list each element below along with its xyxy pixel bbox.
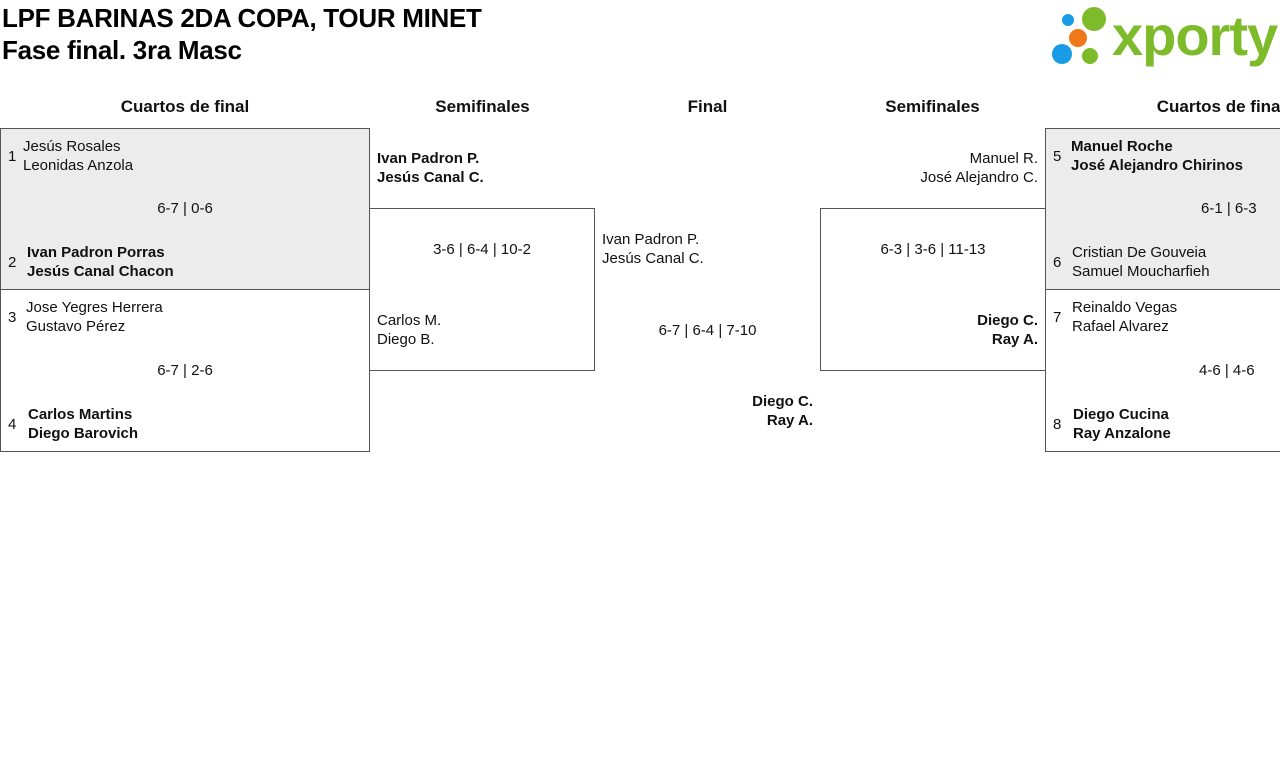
match-score: 6-1 | 6-3 bbox=[1201, 200, 1257, 217]
player-name: Cristian De Gouveia bbox=[1072, 244, 1207, 261]
player-name: Jose Yegres Herrera bbox=[26, 299, 163, 316]
match-score: 6-7 | 2-6 bbox=[157, 362, 213, 379]
player-name: Ray Anzalone bbox=[1073, 425, 1171, 442]
match-box-lqf2[interactable]: 3 Jose Yegres Herrera Gustavo Pérez 6-7 … bbox=[0, 289, 370, 452]
team-lqf1-top[interactable]: Jesús Rosales Leonidas Anzola bbox=[23, 137, 133, 175]
match-box-rqf1[interactable]: 5 Manuel Roche José Alejandro Chirinos 6… bbox=[1045, 128, 1280, 290]
player-name: Carlos M. bbox=[377, 312, 442, 329]
team-rqf1-top-winner[interactable]: Manuel Roche José Alejandro Chirinos bbox=[1071, 137, 1243, 175]
team-rqf1-bottom[interactable]: Cristian De Gouveia Samuel Moucharfieh bbox=[1072, 243, 1210, 281]
player-name: Manuel Roche bbox=[1071, 138, 1173, 155]
match-score: 6-7 | 0-6 bbox=[157, 200, 213, 217]
logo-wordmark: xporty bbox=[1112, 4, 1278, 67]
player-name: Jesús Rosales bbox=[23, 138, 121, 155]
match-box-rqf2[interactable]: 7 Reinaldo Vegas Rafael Alvarez 4-6 | 4-… bbox=[1045, 289, 1280, 452]
seed-number: 5 bbox=[1053, 148, 1062, 165]
player-name: Manuel R. bbox=[969, 150, 1038, 167]
xporty-logo[interactable]: xporty bbox=[1050, 4, 1278, 68]
team-lsf-top-winner[interactable]: Ivan Padron P. Jesús Canal C. bbox=[377, 149, 484, 187]
team-lqf1-bottom-winner[interactable]: Ivan Padron Porras Jesús Canal Chacon bbox=[27, 243, 174, 281]
seed-number: 1 bbox=[8, 148, 17, 165]
match-box-lqf1[interactable]: 1 Jesús Rosales Leonidas Anzola 6-7 | 0-… bbox=[0, 128, 370, 290]
match-score: 6-3 | 3-6 | 11-13 bbox=[880, 241, 986, 258]
round-header-left-semifinals: Semifinales bbox=[435, 97, 530, 116]
player-name: Diego C. bbox=[752, 393, 813, 410]
team-lqf2-bottom-winner[interactable]: Carlos Martins Diego Barovich bbox=[28, 405, 138, 443]
player-name: Ray A. bbox=[991, 331, 1038, 348]
player-name: Ivan Padron P. bbox=[377, 150, 480, 167]
final-score: 6-7 | 6-4 | 7-10 bbox=[658, 322, 757, 339]
team-rqf2-top[interactable]: Reinaldo Vegas Rafael Alvarez bbox=[1072, 298, 1177, 336]
player-name: Samuel Moucharfieh bbox=[1072, 263, 1210, 280]
player-name: Gustavo Pérez bbox=[26, 318, 126, 335]
player-name: Ivan Padron Porras bbox=[27, 244, 165, 261]
phase-subtitle: Fase final. 3ra Masc bbox=[2, 35, 242, 65]
team-rsf-top[interactable]: Manuel R. José Alejandro C. bbox=[820, 149, 1038, 187]
player-name: Ray A. bbox=[766, 412, 813, 429]
match-box-lsf[interactable]: 3-6 | 6-4 | 10-2 Carlos M. Diego B. bbox=[369, 208, 595, 371]
player-name: Diego Barovich bbox=[28, 425, 139, 442]
player-name: José Alejandro C. bbox=[920, 169, 1038, 186]
player-name: Carlos Martins bbox=[28, 406, 133, 423]
seed-number: 8 bbox=[1053, 416, 1062, 433]
team-rqf2-bottom-winner[interactable]: Diego Cucina Ray Anzalone bbox=[1073, 405, 1171, 443]
seed-number: 2 bbox=[8, 254, 17, 271]
team-rsf-bottom-winner[interactable]: Diego C. Ray A. bbox=[821, 311, 1038, 349]
match-box-rsf[interactable]: 6-3 | 3-6 | 11-13 Diego C. Ray A. bbox=[820, 208, 1046, 371]
player-name: Diego Cucina bbox=[1073, 406, 1169, 423]
player-name: José Alejandro Chirinos bbox=[1071, 157, 1243, 174]
player-name: Rafael Alvarez bbox=[1072, 318, 1169, 335]
player-name: Jesús Canal C. bbox=[602, 250, 704, 267]
seed-number: 3 bbox=[8, 309, 17, 326]
player-name: Diego B. bbox=[377, 331, 435, 348]
logo-dots-icon bbox=[1052, 7, 1106, 64]
team-final-bottom-winner[interactable]: Diego C. Ray A. bbox=[595, 392, 813, 430]
seed-number: 6 bbox=[1053, 254, 1062, 271]
team-final-top[interactable]: Ivan Padron P. Jesús Canal C. bbox=[602, 230, 704, 268]
page-title: LPF BARINAS 2DA COPA, TOUR MINET Fase fi… bbox=[2, 2, 482, 66]
player-name: Leonidas Anzola bbox=[23, 157, 134, 174]
team-lqf2-top[interactable]: Jose Yegres Herrera Gustavo Pérez bbox=[26, 298, 163, 336]
player-name: Ivan Padron P. bbox=[602, 231, 700, 248]
match-score: 3-6 | 6-4 | 10-2 bbox=[433, 241, 531, 258]
player-name: Jesús Canal C. bbox=[377, 169, 484, 186]
player-name: Reinaldo Vegas bbox=[1072, 299, 1178, 316]
player-name: Diego C. bbox=[977, 312, 1038, 329]
seed-number: 4 bbox=[8, 416, 17, 433]
round-header-right-semifinals: Semifinales bbox=[885, 97, 980, 116]
tournament-title: LPF BARINAS 2DA COPA, TOUR MINET bbox=[2, 3, 482, 33]
round-header-left-quarterfinals: Cuartos de final bbox=[120, 97, 250, 116]
round-header-final: Final bbox=[687, 97, 728, 116]
seed-number: 7 bbox=[1053, 309, 1062, 326]
team-lsf-bottom[interactable]: Carlos M. Diego B. bbox=[377, 311, 441, 349]
player-name: Jesús Canal Chacon bbox=[27, 263, 174, 280]
match-score: 4-6 | 4-6 bbox=[1199, 362, 1255, 379]
round-header-right-quarterfinals: Cuartos de final bbox=[1156, 97, 1280, 116]
